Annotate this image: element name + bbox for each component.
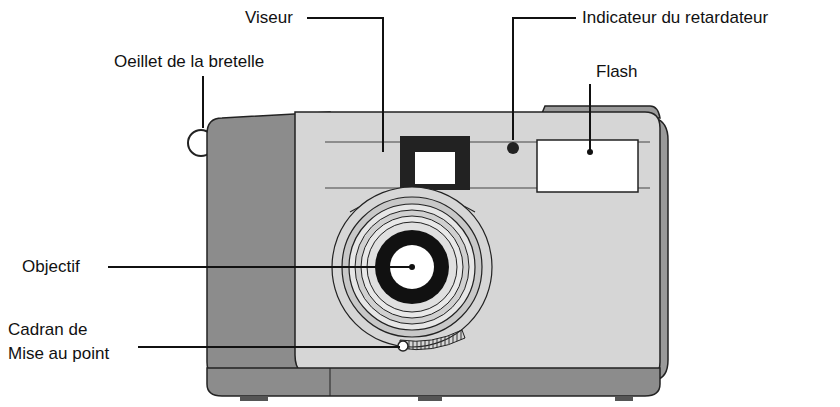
part-label: Viseur (245, 6, 293, 30)
part-label: Indicateur du retardateur (582, 6, 768, 30)
camera-body (295, 112, 660, 378)
leader-line (108, 266, 410, 268)
flash (537, 140, 638, 192)
leader-line (202, 76, 204, 128)
leader-line (307, 18, 383, 152)
part-label: Objectif (22, 255, 80, 279)
focus-dial (400, 330, 465, 350)
part-label: Flash (596, 60, 638, 84)
part-label: Oeillet de la bretelle (114, 50, 264, 74)
leader-line (138, 346, 400, 348)
part-label: Cadran de Mise au point (8, 318, 120, 366)
bottom-strip (207, 368, 660, 396)
self-timer-lamp (507, 142, 519, 154)
leader-line (589, 84, 591, 152)
viewfinder (400, 136, 470, 190)
leader-line (513, 18, 576, 140)
